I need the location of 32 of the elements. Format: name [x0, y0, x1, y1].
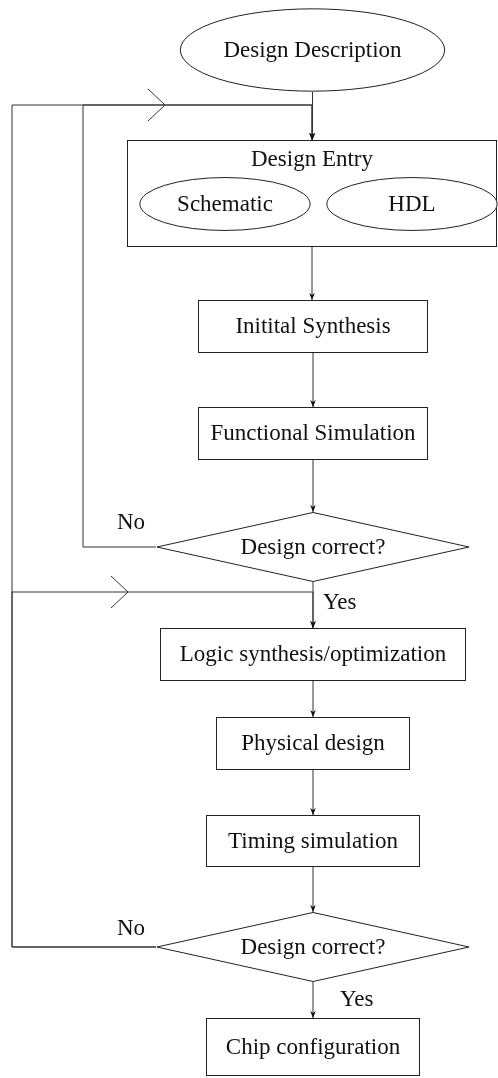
node-text: Design Entry: [251, 145, 373, 173]
node-text: Schematic: [177, 189, 273, 218]
node-text: Design correct?: [240, 932, 386, 961]
decision-diamond: [156, 912, 470, 982]
node-text: Initital Synthesis: [235, 312, 391, 341]
node-text: Functional Simulation: [210, 419, 416, 448]
process-box: [216, 717, 410, 770]
process-box: [198, 300, 428, 353]
decision-diamond: [156, 512, 470, 582]
arrow: [310, 981, 316, 1019]
arrow: [310, 680, 316, 718]
arrow: [310, 352, 316, 408]
node-text: Design Description: [223, 35, 402, 64]
node-text: Physical design: [241, 729, 385, 758]
arrow: [310, 459, 316, 513]
ellipse-node: [139, 177, 311, 231]
process-box: [206, 815, 420, 867]
arrow: [11, 575, 316, 948]
arrow: [310, 866, 316, 913]
node-text: Design correct?: [240, 532, 386, 561]
node-text: Chip configuration: [225, 1032, 401, 1061]
ellipse-node: [326, 177, 498, 231]
node-text: HDL: [388, 189, 436, 218]
arrow: [309, 246, 315, 301]
group-box: [127, 140, 497, 247]
node-text: Logic synthesis/optimization: [179, 640, 447, 669]
process-box: [160, 628, 466, 681]
process-box: [198, 407, 428, 460]
ellipse-node: [179, 8, 446, 92]
process-box: [206, 1018, 420, 1076]
node-text: Timing simulation: [228, 826, 398, 855]
arrow: [310, 769, 316, 816]
